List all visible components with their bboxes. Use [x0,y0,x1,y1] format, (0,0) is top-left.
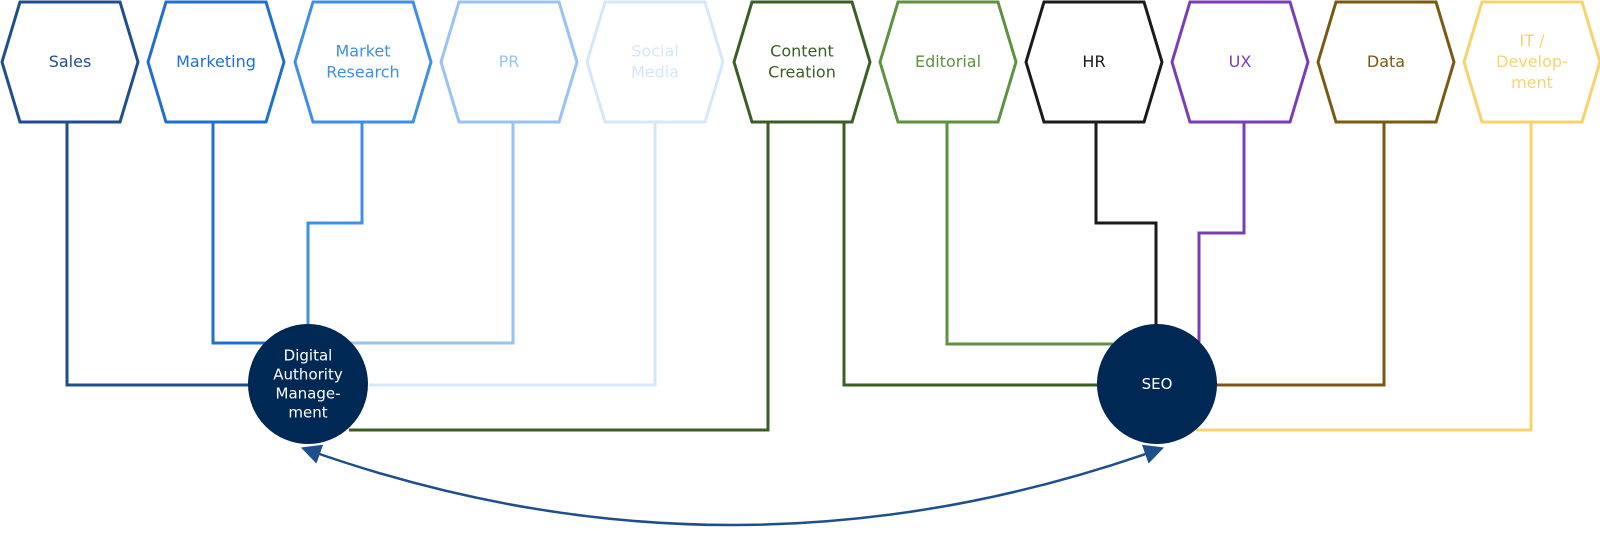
label-it-development-line: IT / [1520,31,1546,50]
hub-circle-seo [1097,324,1217,444]
hub-label-seo-line: SEO [1142,375,1173,393]
hub-seo: SEO [1097,324,1217,444]
hexagon-ux [1170,0,1310,124]
hexagon-hr [1024,0,1164,124]
label-it-development-line: Develop- [1496,52,1568,71]
arrow-layer [300,444,1165,527]
connector-sales [65,120,252,387]
label-market-research-line: Research [326,63,399,82]
label-editorial-line: Editorial [915,52,981,71]
connector-layer [65,120,1533,432]
label-marketing-line: Marketing [176,52,256,71]
hub-label-dam-line: Authority [273,366,343,384]
label-pr-line: PR [499,52,520,71]
connector-marketing [211,120,268,345]
department-it-development: IT / Develop-ment [1462,0,1600,124]
hub-label-seo: SEO [1142,375,1173,393]
label-ux: UX [1229,52,1252,71]
connector-it-development [1196,120,1533,432]
hub-label-dam-line: Manage- [276,385,341,403]
label-hr: HR [1082,52,1105,71]
hexagon-sales [0,0,140,124]
connector-ux [1197,120,1246,342]
label-editorial: Editorial [915,52,981,71]
department-hr: HR [1024,0,1164,124]
department-marketing: Marketing [146,0,286,124]
connector-social-media [369,120,657,387]
connector-market-research [306,120,364,328]
department-pr: PR [439,0,579,124]
label-content-creation-line: Creation [768,63,836,82]
label-marketing: Marketing [176,52,256,71]
connector-pr [350,120,515,345]
label-market-research-line: Market [336,42,391,61]
department-ux: UX [1170,0,1310,124]
hexagon-it-development [1462,0,1600,124]
label-it-development-line: ment [1511,73,1553,92]
hexagon-marketing [146,0,286,124]
label-social-media-line: Social [631,42,678,61]
hexagon-market-research [293,0,433,124]
hub-link-arrow [300,444,1165,527]
hub-circle-dam [248,324,368,444]
hexagon-content-creation [732,0,872,124]
department-editorial: Editorial [878,0,1018,124]
hexagon-pr [439,0,579,124]
connector-data [1216,120,1386,387]
hexagon-editorial [878,0,1018,124]
connector-hr [1094,120,1158,326]
connector-content-creation-1 [349,120,770,432]
hub-label-dam-line: ment [288,404,327,422]
connector-editorial [945,120,1113,346]
label-ux-line: UX [1229,52,1252,71]
label-hr-line: HR [1082,52,1105,71]
hexagon-data [1316,0,1456,124]
label-sales: Sales [49,52,92,71]
label-data-line: Data [1367,52,1405,71]
label-sales-line: Sales [49,52,92,71]
label-content-creation-line: Content [770,42,834,61]
label-social-media-line: Media [631,63,679,82]
connector-content-creation-2 [842,120,1098,387]
label-it-development: IT / Develop-ment [1496,31,1568,92]
department-data: Data [1316,0,1456,124]
label-data: Data [1367,52,1405,71]
hexagon-social-media [585,0,725,124]
label-pr: PR [499,52,520,71]
hub-label-dam-line: Digital [284,347,333,365]
department-sales: Sales [0,0,140,124]
